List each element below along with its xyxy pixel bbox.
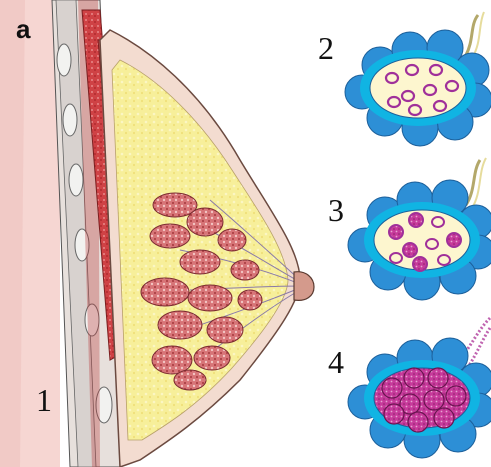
acinus-full [348,318,491,458]
stage-label-1: 1 [36,382,52,419]
nipple [294,272,314,301]
stage-label-4: 4 [328,344,344,381]
breast-tissue [100,30,300,467]
acinus-partial [348,158,491,300]
stage-label-2: 2 [318,30,334,67]
acinus-normal [345,12,491,146]
panel-label: a [16,14,30,45]
stage-label-3: 3 [328,192,344,229]
